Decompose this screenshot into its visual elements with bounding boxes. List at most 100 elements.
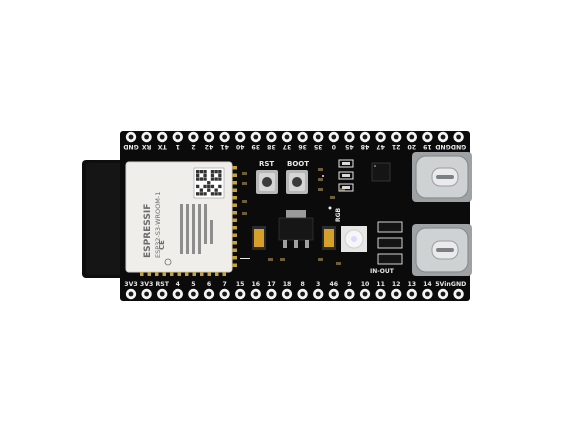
pin-label: 5Vin <box>435 281 451 288</box>
header-pin-hole <box>159 291 165 297</box>
header-pin-hole <box>347 134 352 140</box>
pin-label: 20 <box>407 143 416 150</box>
qr-cell <box>196 184 200 189</box>
module-fine-print <box>180 204 213 254</box>
svg-text:CE: CE <box>158 240 166 250</box>
pin-label: GND <box>435 143 450 150</box>
header-pin-hole <box>393 291 399 297</box>
qr-cell <box>196 173 200 177</box>
pin-label: RX <box>142 143 152 150</box>
header-pin-hole <box>159 134 165 140</box>
header-pin-hole <box>425 134 430 140</box>
sot23-chips <box>377 221 403 265</box>
qr-cell <box>214 188 218 192</box>
pin-label: GND <box>451 143 466 150</box>
qr-cell <box>210 177 215 181</box>
pin-label: 4 <box>176 281 181 288</box>
castellation-pad <box>232 233 237 237</box>
castellation-pad <box>232 166 237 170</box>
castellation-pad <box>232 263 237 267</box>
rgb-label: RGB <box>335 207 342 222</box>
header-pin-hole <box>409 134 415 140</box>
tantalum-capacitor-right <box>322 226 336 250</box>
tantalum-capacitor-left <box>252 226 266 250</box>
pin-label: 7 <box>222 281 226 288</box>
usb-c-connector-bottom[interactable] <box>412 224 472 276</box>
header-pin-hole <box>191 291 196 297</box>
header-pin-hole <box>300 291 305 297</box>
castellation-pad <box>147 272 151 276</box>
header-pin-hole <box>253 291 259 297</box>
castellation-pad <box>140 272 144 276</box>
header-pin-hole <box>144 134 150 140</box>
module-text-group: ESPRESSIF ESP32-S3-WROOM-1 <box>143 192 162 258</box>
rst-label: RST <box>259 160 274 168</box>
qr-cell <box>210 173 215 177</box>
qr-cell <box>203 170 207 174</box>
module-model: ESP32-S3-WROOM-1 <box>154 192 162 258</box>
header-pin-hole <box>378 291 383 297</box>
castellation-pad <box>232 203 237 207</box>
boot-button[interactable] <box>286 170 308 194</box>
qr-cell <box>218 170 222 174</box>
qr-cell <box>196 170 200 174</box>
pin-label: 39 <box>251 143 260 150</box>
rst-button[interactable] <box>256 170 278 194</box>
header-pin-hole <box>440 291 446 297</box>
pin-label: 10 <box>361 281 370 288</box>
castellation-pad <box>232 226 237 230</box>
pin-label: 3V3 <box>140 281 153 288</box>
pin-label: 0 <box>331 143 336 150</box>
usb-uart-chip <box>371 162 391 182</box>
castellation-pad <box>232 196 237 200</box>
qr-cell <box>207 188 211 192</box>
silk-marks <box>240 175 332 259</box>
pin-label: 3 <box>316 281 320 288</box>
header-pin-hole <box>284 134 290 140</box>
header-pin-hole <box>315 291 321 297</box>
status-leds <box>338 159 354 192</box>
pin-label: GND <box>123 143 138 150</box>
castellation-pad <box>232 248 237 252</box>
pin-label: 8 <box>300 281 304 288</box>
header-pin-hole <box>440 134 446 140</box>
pin-label: 2 <box>191 143 195 150</box>
header-pin-hole <box>222 291 228 297</box>
header-pin-hole <box>331 134 337 140</box>
pin-label: 45 <box>345 143 354 150</box>
header-pin-hole <box>284 291 290 297</box>
pin-label: 21 <box>392 143 401 150</box>
module-castellation-pads <box>140 166 237 276</box>
castellation-pad <box>215 272 219 276</box>
qr-cell <box>196 192 200 196</box>
pin-label: TX <box>157 143 166 150</box>
top-pin-header <box>125 131 464 143</box>
header-pin-hole <box>206 134 212 140</box>
pin-label: 9 <box>347 281 351 288</box>
pin-label: 3V3 <box>124 281 137 288</box>
module-logos: CE <box>158 240 172 266</box>
castellation-pad <box>232 181 237 185</box>
pin-label: 11 <box>376 281 385 288</box>
header-pin-hole <box>456 291 461 297</box>
header-pin-hole <box>378 134 383 140</box>
qr-cell <box>203 184 207 189</box>
header-pin-hole <box>300 134 305 140</box>
qr-cell <box>203 192 207 196</box>
qr-cell <box>218 184 222 189</box>
castellation-pad <box>155 272 159 276</box>
header-pin-hole <box>128 134 134 140</box>
header-pin-hole <box>269 134 274 140</box>
pin-label: 12 <box>392 281 401 288</box>
header-pin-hole <box>331 291 337 297</box>
castellation-pad <box>185 272 189 276</box>
castellation-pad <box>232 188 237 192</box>
qr-cell <box>199 192 203 196</box>
usb-c-connector-top[interactable] <box>412 152 472 202</box>
castellation-pad <box>222 272 226 276</box>
castellation-pad <box>170 272 174 276</box>
castellation-pad <box>232 173 237 177</box>
qr-cell <box>199 170 203 174</box>
qr-cell <box>207 184 211 189</box>
